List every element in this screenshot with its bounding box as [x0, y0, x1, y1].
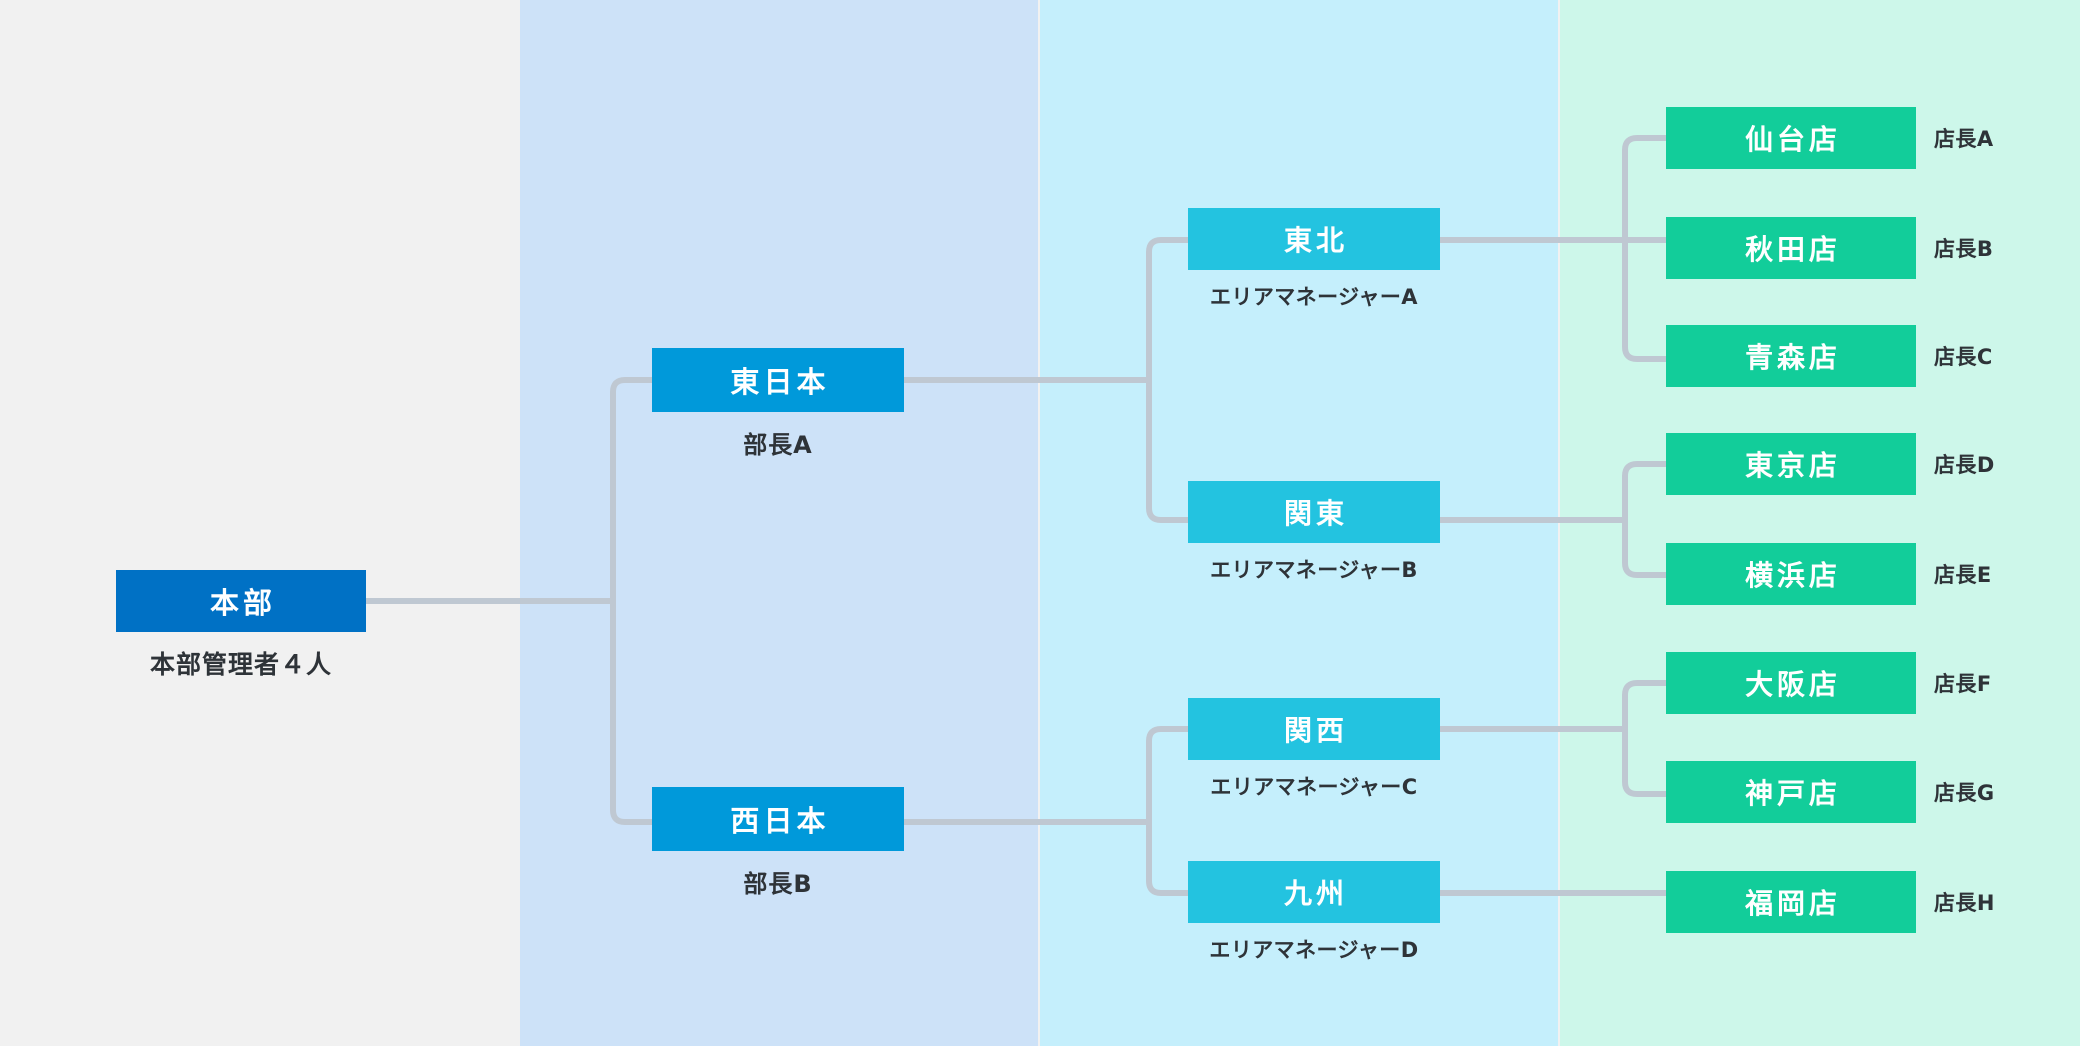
node-area-kanto[interactable]: 関東 エリアマネージャーB	[1188, 481, 1440, 584]
division-east-box-label: 東日本	[652, 348, 904, 412]
area-kyushu-sub-label: エリアマネージャーD	[1209, 938, 1419, 962]
node-division-east[interactable]: 東日本 部長A	[652, 348, 904, 460]
store-akita-manager-label: 店長B	[1934, 237, 1994, 261]
node-division-west[interactable]: 西日本 部長B	[652, 787, 904, 899]
connector-division-trunk	[610, 377, 652, 825]
node-store-akita[interactable]: 秋田店 店長B	[1666, 217, 1993, 279]
connector-kanto-stores	[1622, 461, 1666, 578]
store-akita-box-label: 秋田店	[1666, 217, 1916, 279]
node-store-kobe[interactable]: 神戸店 店長G	[1666, 761, 1995, 823]
area-kanto-box-label: 関東	[1188, 481, 1440, 543]
connector-tohoku-stores	[1622, 135, 1666, 362]
band-division	[520, 0, 1038, 1046]
connector-west-area-trunk	[1146, 726, 1188, 896]
node-area-tohoku[interactable]: 東北 エリアマネージャーA	[1188, 208, 1440, 311]
connector-east-area-trunk	[1146, 237, 1188, 523]
store-fukuoka-manager-label: 店長H	[1934, 891, 1995, 915]
store-kobe-box-label: 神戸店	[1666, 761, 1916, 823]
store-yokohama-box-label: 横浜店	[1666, 543, 1916, 605]
area-kansai-box-label: 関西	[1188, 698, 1440, 760]
headquarters-box-label: 本部	[116, 570, 366, 632]
node-store-osaka[interactable]: 大阪店 店長F	[1666, 652, 1992, 714]
band-headquarters	[0, 0, 520, 1046]
store-kobe-manager-label: 店長G	[1934, 781, 1995, 805]
store-tokyo-box-label: 東京店	[1666, 433, 1916, 495]
store-aomori-box-label: 青森店	[1666, 325, 1916, 387]
division-west-sub-label: 部長B	[743, 870, 813, 898]
area-kyushu-box-label: 九州	[1188, 861, 1440, 923]
node-area-kyushu[interactable]: 九州 エリアマネージャーD	[1188, 861, 1440, 964]
store-osaka-box-label: 大阪店	[1666, 652, 1916, 714]
node-headquarters[interactable]: 本部 本部管理者４人	[116, 570, 366, 681]
division-west-box-label: 西日本	[652, 787, 904, 851]
area-kansai-sub-label: エリアマネージャーC	[1210, 775, 1418, 799]
store-aomori-manager-label: 店長C	[1934, 345, 1993, 369]
area-kanto-sub-label: エリアマネージャーB	[1210, 558, 1418, 582]
node-store-tokyo[interactable]: 東京店 店長D	[1666, 433, 1995, 495]
area-tohoku-box-label: 東北	[1188, 208, 1440, 270]
store-osaka-manager-label: 店長F	[1934, 672, 1992, 696]
store-tokyo-manager-label: 店長D	[1934, 453, 1995, 477]
store-yokohama-manager-label: 店長E	[1934, 563, 1992, 587]
node-store-sendai[interactable]: 仙台店 店長A	[1666, 107, 1994, 169]
node-store-yokohama[interactable]: 横浜店 店長E	[1666, 543, 1992, 605]
store-sendai-box-label: 仙台店	[1666, 107, 1916, 169]
node-store-fukuoka[interactable]: 福岡店 店長H	[1666, 871, 1995, 933]
node-area-kansai[interactable]: 関西 エリアマネージャーC	[1188, 698, 1440, 801]
division-east-sub-label: 部長A	[743, 431, 813, 459]
area-tohoku-sub-label: エリアマネージャーA	[1210, 285, 1418, 309]
store-fukuoka-box-label: 福岡店	[1666, 871, 1916, 933]
headquarters-sub-label: 本部管理者４人	[149, 650, 332, 679]
store-sendai-manager-label: 店長A	[1934, 127, 1994, 151]
node-store-aomori[interactable]: 青森店 店長C	[1666, 325, 1993, 387]
connector-kansai-stores	[1622, 680, 1666, 797]
